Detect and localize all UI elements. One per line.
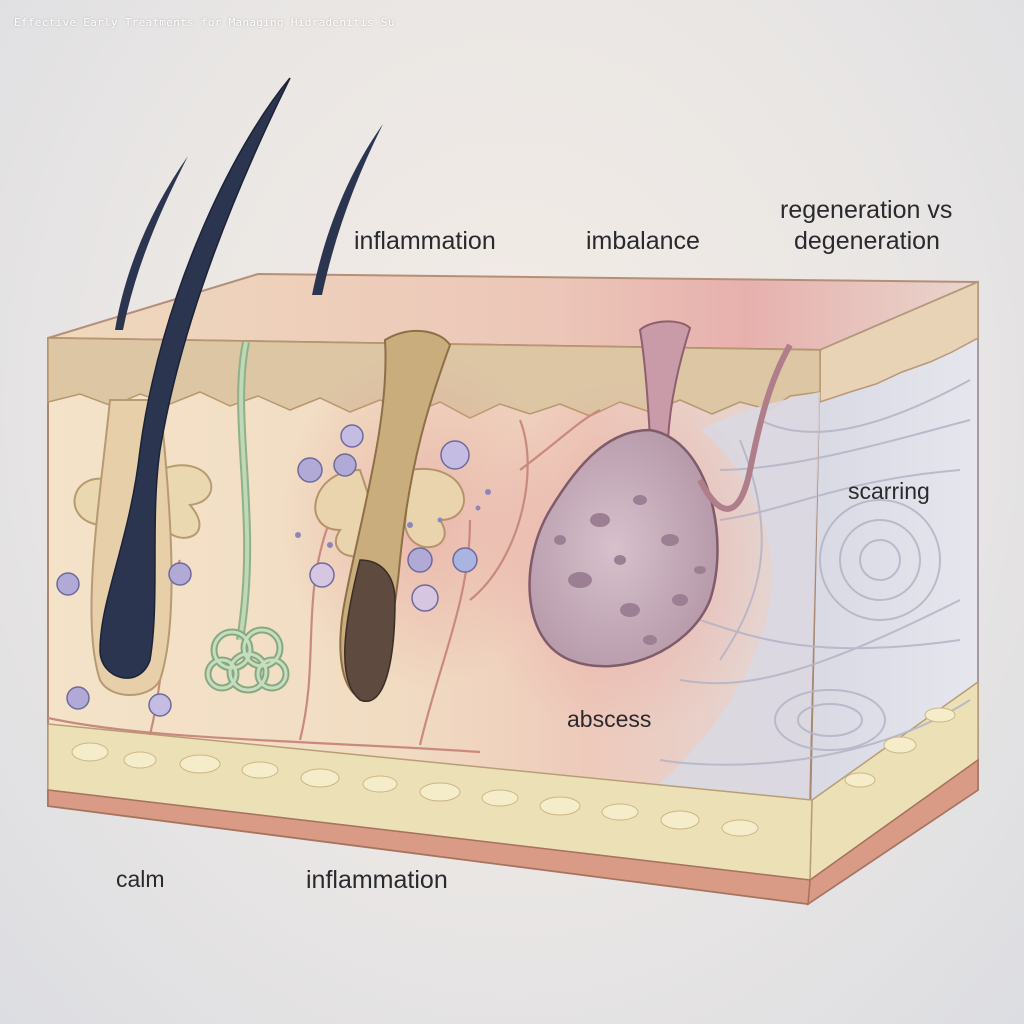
immune-cells — [56, 424, 478, 717]
immune-cell-fragments — [295, 489, 491, 548]
label-abscess: abscess — [567, 706, 652, 732]
label-regeneration-line2: degeneration — [794, 227, 940, 255]
label-calm: calm — [116, 866, 165, 892]
front-base-layer — [47, 789, 811, 905]
page-title: Effective Early Treatments for Managing … — [14, 16, 395, 29]
sebaceous-gland-right — [159, 464, 213, 539]
label-inflammation-bottom: inflammation — [306, 866, 448, 894]
abscess-pocket — [528, 428, 719, 668]
hair-strand-long — [99, 77, 291, 679]
label-regeneration-line1: regeneration vs — [780, 196, 953, 224]
abscess-debris — [554, 495, 706, 645]
abscess-sinus-tract — [638, 320, 692, 441]
side-epidermis — [819, 280, 979, 404]
hair-strand-short — [115, 156, 188, 330]
label-imbalance: imbalance — [586, 227, 700, 255]
drainage-tract — [697, 343, 793, 512]
label-inflammation-top: inflammation — [354, 227, 496, 255]
hair-strand-middle — [312, 124, 383, 295]
fat-cells — [71, 707, 956, 837]
label-scarring: scarring — [848, 478, 930, 504]
follicle-inflamed-bulb — [344, 559, 396, 703]
